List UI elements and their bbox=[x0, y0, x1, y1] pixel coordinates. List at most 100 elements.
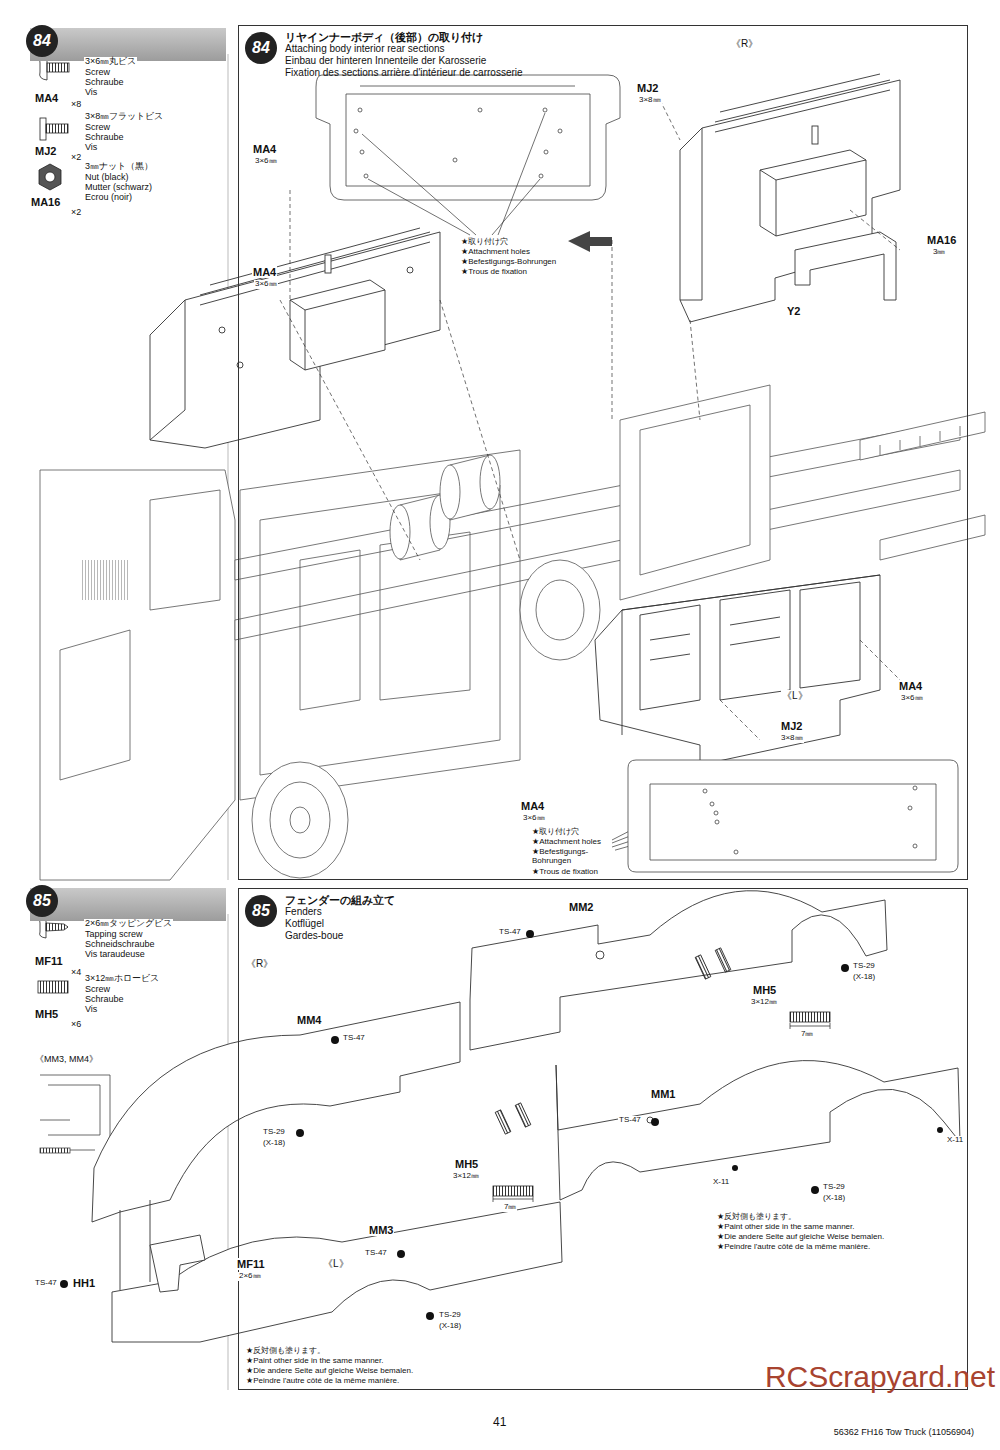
paint-dot bbox=[937, 1127, 943, 1133]
paint-dot bbox=[60, 930, 943, 1320]
dashed-guide bbox=[612, 240, 613, 420]
screw-icon bbox=[695, 955, 711, 979]
body-interior-part-l bbox=[595, 575, 880, 765]
body-interior-part-l bbox=[800, 582, 860, 688]
callout-text: 3×6㎜ bbox=[254, 157, 278, 166]
callout-text: X-11 bbox=[946, 1136, 964, 1145]
part-code: MH5 bbox=[34, 1008, 59, 1020]
callout-text: TS-47 bbox=[342, 1034, 366, 1043]
step-number: 84 bbox=[26, 25, 58, 57]
part-code: MA4 bbox=[252, 143, 277, 155]
callout-text: (X-18) bbox=[852, 973, 876, 982]
mounting-plate-inset bbox=[714, 811, 718, 815]
truck-chassis bbox=[300, 550, 360, 710]
callout-text: 《MM3, MM4》 bbox=[34, 1055, 99, 1065]
part-code: MH5 bbox=[454, 1158, 479, 1170]
callout-text: ×6 bbox=[70, 1020, 82, 1030]
body-interior-part bbox=[219, 327, 225, 333]
body-interior-part-r bbox=[760, 160, 866, 236]
screw-icon bbox=[515, 1103, 531, 1127]
dashed-guide bbox=[660, 100, 680, 140]
part-code: Y2 bbox=[786, 305, 801, 317]
truck-chassis bbox=[150, 490, 220, 610]
truck-chassis bbox=[520, 560, 600, 660]
callout-text: ×2 bbox=[70, 153, 82, 163]
step-number: 85 bbox=[26, 885, 58, 917]
callout-text: 3㎜ bbox=[932, 248, 946, 257]
body-interior-part-r bbox=[812, 126, 818, 144]
callout-text: 《L》 bbox=[322, 1258, 350, 1269]
paint-dot bbox=[331, 1036, 339, 1044]
callout-text: Mutter (schwarz) bbox=[84, 183, 153, 193]
part-code: MF11 bbox=[236, 1258, 266, 1270]
callout-text: TS-29 bbox=[822, 1183, 846, 1192]
callout-text: (X-18) bbox=[822, 1194, 846, 1203]
screw-icon bbox=[46, 923, 68, 931]
body-interior-part-l bbox=[595, 575, 880, 765]
leader-line bbox=[362, 134, 476, 235]
dashed-guide bbox=[720, 700, 760, 740]
mounting-plate-inset bbox=[354, 129, 358, 133]
truck-chassis bbox=[960, 426, 961, 436]
callout-text: ★Paint other side in the same manner. bbox=[245, 1357, 384, 1366]
callout-text: 3×12㎜ bbox=[452, 1172, 480, 1181]
callout-text: 3×6㎜ bbox=[900, 694, 924, 703]
mounting-plate-inset bbox=[715, 820, 719, 824]
callout-text: Screw bbox=[84, 985, 111, 995]
mounting-plate-inset bbox=[703, 789, 707, 793]
callout-text: (X-18) bbox=[262, 1139, 286, 1148]
callout-text: ×2 bbox=[70, 208, 82, 218]
callout-text: Vis bbox=[84, 88, 98, 98]
truck-chassis bbox=[240, 450, 520, 800]
screw-icon bbox=[493, 948, 830, 1196]
paint-dot bbox=[426, 1312, 434, 1320]
step-title: リヤインナーボディ（後部）の取り付けAttaching body interio… bbox=[285, 31, 523, 79]
callout-text: Vis taraudeuse bbox=[84, 950, 146, 960]
body-interior-part-l bbox=[640, 605, 700, 710]
title-line: リヤインナーボディ（後部）の取り付け bbox=[285, 31, 523, 43]
callout-text: ★Peindre l'autre côté de la même manière… bbox=[716, 1243, 871, 1252]
body-interior-part bbox=[290, 290, 385, 370]
inset-sketch bbox=[40, 1148, 70, 1153]
callout-text: 《L》 bbox=[781, 690, 809, 701]
callout-text: TS-47 bbox=[618, 1116, 642, 1125]
part-code: MM1 bbox=[650, 1088, 676, 1100]
fender-panel bbox=[596, 951, 604, 959]
callout-text: ★Attachment holes bbox=[531, 838, 602, 847]
body-interior-part bbox=[407, 267, 413, 273]
step-header-bar: 85 bbox=[30, 888, 226, 921]
fender-panel bbox=[556, 1061, 960, 1200]
callout-text: 3×6㎜ bbox=[522, 814, 546, 823]
mounting-plate-inset bbox=[360, 150, 364, 154]
screw-icon bbox=[47, 63, 69, 72]
screw-icon bbox=[46, 124, 68, 133]
callout-text: Schraube bbox=[84, 995, 125, 1005]
body-interior-part bbox=[150, 300, 185, 440]
fender-panel bbox=[92, 891, 960, 1342]
body-interior-part bbox=[290, 280, 385, 370]
inset-sketch bbox=[40, 1120, 70, 1121]
callout-text: 3㎜ナット（黒） bbox=[84, 162, 154, 172]
callout-text: 3×8㎜ bbox=[780, 734, 804, 743]
callout-text: Vis bbox=[84, 143, 98, 153]
leader-line bbox=[498, 113, 545, 235]
callout-text: 2×6㎜ bbox=[238, 1272, 262, 1281]
body-interior-part bbox=[150, 232, 440, 448]
truck-chassis bbox=[80, 560, 130, 600]
mounting-plate-inset bbox=[710, 802, 714, 806]
body-interior-part-l bbox=[650, 617, 780, 660]
truck-chassis bbox=[440, 465, 460, 519]
mounting-plate-inset bbox=[539, 174, 543, 178]
mounting-plate-inset bbox=[346, 94, 590, 186]
body-interior-part-r bbox=[760, 150, 866, 236]
part-code: HH1 bbox=[72, 1277, 96, 1289]
mounting-plate-inset bbox=[360, 86, 575, 87]
callout-text: 2×6㎜タッピングビス bbox=[84, 919, 173, 929]
truck-chassis bbox=[252, 762, 348, 878]
mounting-plate-inset bbox=[734, 850, 738, 854]
truck-chassis bbox=[40, 470, 235, 880]
truck-chassis bbox=[880, 426, 960, 455]
mounting-plate-inset bbox=[913, 844, 917, 848]
part-code: MM2 bbox=[568, 901, 594, 913]
part-code: MA4 bbox=[34, 92, 59, 104]
